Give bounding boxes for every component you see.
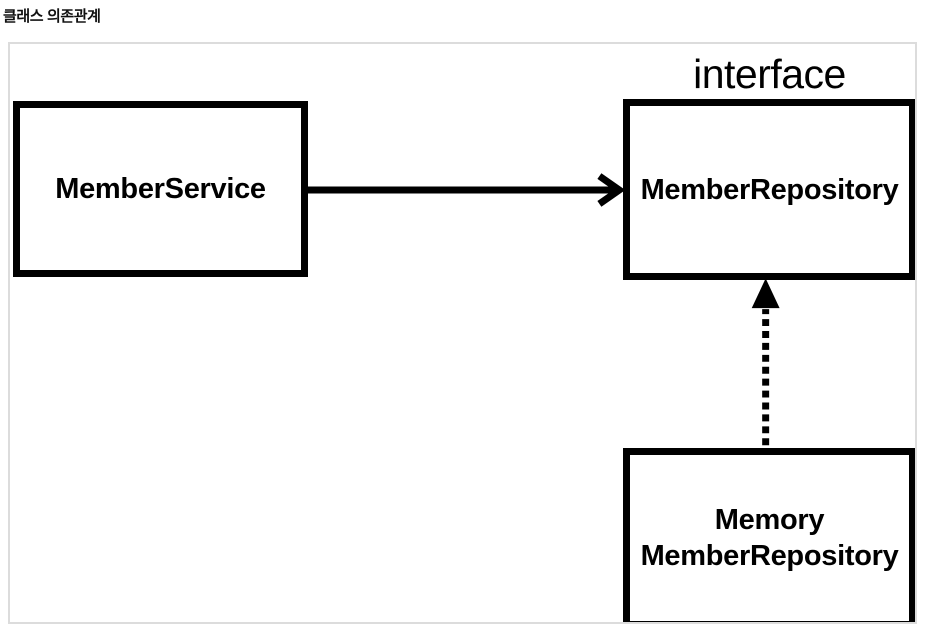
arrow-memory-member-repository-implements-member-repository: [751, 278, 780, 446]
page-title: 클래스 의존관계: [3, 8, 101, 25]
class-box-member-repository-label: MemberRepository: [640, 173, 899, 206]
arrow-member-service-to-member-repository: [306, 173, 626, 207]
class-box-member-repository[interactable]: MemberRepository: [623, 99, 915, 280]
class-box-memory-member-repository[interactable]: Memory MemberRepository: [623, 448, 915, 622]
diagram-container: interface MemberService MemberRepository…: [8, 42, 917, 624]
class-box-member-service-label: MemberService: [55, 173, 266, 205]
realization-arrow-head-filled-triangle: [751, 278, 780, 309]
dependency-arrow-head-open: [597, 173, 626, 207]
class-box-memory-member-repository-label: Memory MemberRepository: [640, 504, 899, 572]
interface-stereotype-label: interface: [693, 51, 846, 97]
class-box-member-service[interactable]: MemberService: [13, 101, 308, 277]
